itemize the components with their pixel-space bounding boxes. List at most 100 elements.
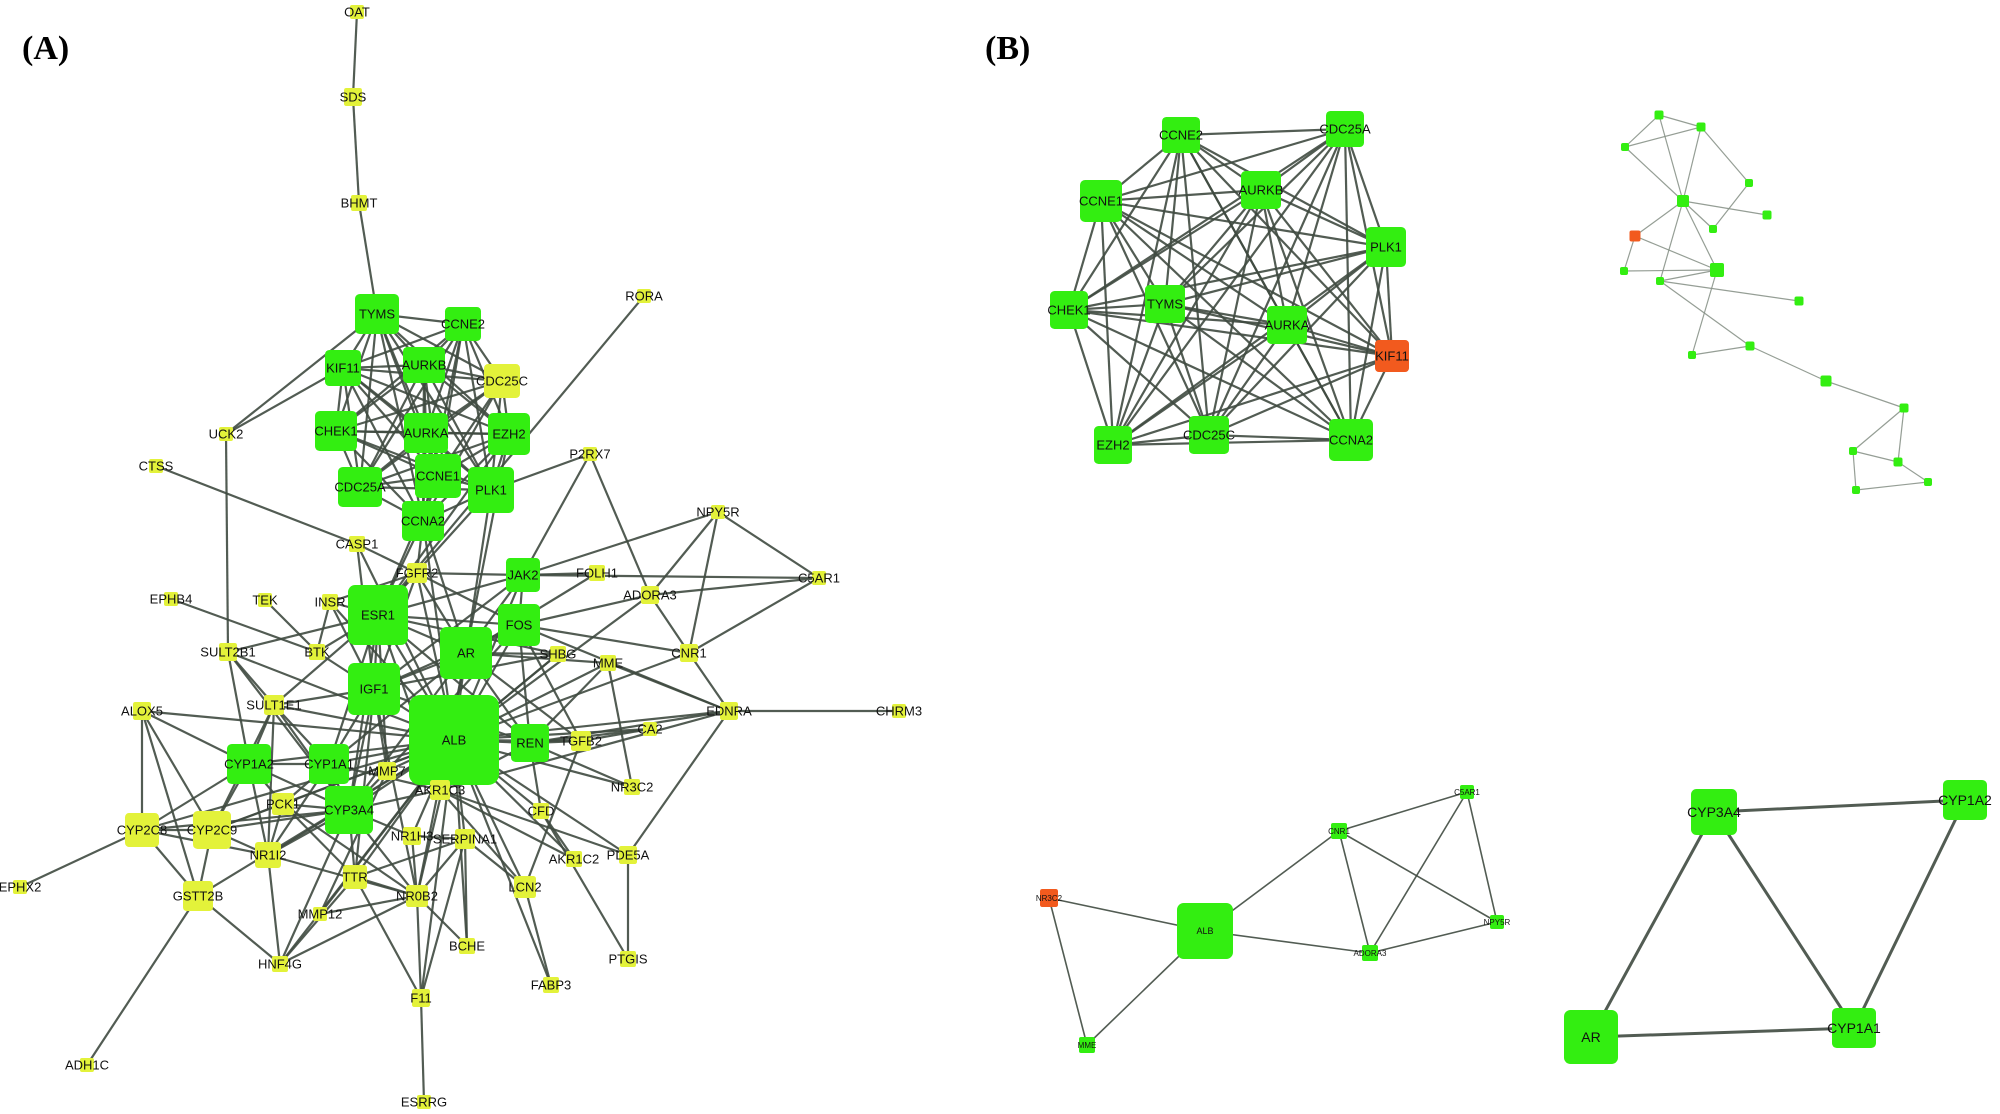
node-b4-cyp1a1: CYP1A1: [1827, 1008, 1881, 1048]
node-a-hnf4g-shape: [272, 956, 288, 972]
node-a-cyp1a1-shape: [309, 744, 349, 784]
edge-b2-16-17: [1852, 450, 1899, 463]
node-b3-c5ar1-label: C5AR1: [1454, 788, 1480, 797]
node-a-gstt2b-label: GSTT2B: [173, 889, 224, 904]
node-a-mme: MME: [593, 655, 623, 671]
edge-b1-plk1-ezh2: [1112, 246, 1387, 446]
node-a-ren-label: REN: [516, 736, 543, 751]
node-a-alb-shape: [409, 695, 499, 785]
node-b1-chek1-label: CHEK1: [1047, 303, 1090, 318]
node-a-shbg-shape: [550, 646, 566, 662]
node-b1-plk1-label: PLK1: [1370, 240, 1402, 255]
node-b3-adora3: ADORA3: [1354, 945, 1387, 961]
node-b1-ezh2-label: EZH2: [1096, 438, 1129, 453]
node-a-nr0b2-shape: [406, 885, 428, 907]
node-b1-ccna2-label: CCNA2: [1329, 433, 1373, 448]
edge-a-npy5r-jak2: [522, 510, 719, 577]
edge-a-pck1-ttr: [282, 803, 356, 878]
edge-b1-ccne2-plk1: [1180, 134, 1387, 248]
edge-b3-nr3c2-mme: [1048, 897, 1088, 1046]
node-b1-cdc25c-label: CDC25C: [1183, 428, 1235, 443]
node-a-mmp12: MMP12: [298, 907, 343, 922]
node-a-casp1: CASP1: [336, 536, 378, 552]
node-b3-npy5r-label: NPY5R: [1484, 918, 1511, 927]
node-a-ttr: TTR: [342, 865, 368, 889]
node-b2-5: [1762, 210, 1772, 220]
edge-b1-chek1-ccna2: [1068, 309, 1352, 441]
node-a-pde5a: PDE5A: [607, 846, 650, 864]
node-a-sult1e1: SULT1E1: [246, 695, 302, 715]
node-a-ezh2: EZH2: [488, 413, 530, 455]
edge-b2-17-19: [1897, 461, 1929, 483]
node-b1-plk1: PLK1: [1366, 227, 1406, 267]
node-b1-ccna2: CCNA2: [1329, 419, 1373, 461]
node-a-gstt2b-shape: [183, 881, 213, 911]
edge-a-tyms-uck2: [225, 313, 378, 435]
edge-a-nr0b2-hnf4g: [279, 895, 418, 965]
node-a-fgfr2-shape: [407, 563, 427, 583]
node-b4-cyp3a4-label: CYP3A4: [1687, 804, 1741, 820]
node-a-folh1: FOLH1: [576, 565, 618, 581]
node-a-aurka: AURKA: [404, 413, 449, 453]
node-a-ptgis: PTGIS: [608, 951, 648, 967]
node-a-p2rx7-label: P2RX7: [569, 447, 610, 462]
node-a-cdc25a-label: CDC25A: [334, 480, 386, 495]
edge-a-ccne2-kif11: [342, 322, 464, 370]
edge-b2-18-19: [1855, 481, 1929, 491]
node-b3-npy5r: NPY5R: [1484, 915, 1511, 929]
node-a-fos-shape: [498, 604, 540, 646]
node-a-akr1c2: AKR1C2: [549, 851, 599, 867]
node-a-ca2-label: CA2: [637, 722, 662, 737]
panel-label-b: (B): [985, 30, 1031, 67]
node-a-ccne1: CCNE1: [415, 454, 461, 498]
node-b2-9-shape: [1710, 263, 1724, 277]
edge-b4-cyp3a4-cyp1a1: [1712, 811, 1856, 1029]
node-a-rora-label: RORA: [625, 289, 663, 304]
node-b1-ccne2-shape: [1162, 117, 1200, 153]
node-a-jak2: JAK2: [506, 558, 540, 592]
node-a-ccna2-label: CCNA2: [401, 514, 445, 529]
node-b2-13-shape: [1745, 341, 1755, 351]
node-a-tgfb2: TGFB2: [560, 731, 602, 751]
edge-b3-cnr1-adora3: [1338, 830, 1371, 954]
node-a-btk: BTK: [304, 644, 330, 660]
node-b4-cyp1a2-shape: [1943, 780, 1987, 820]
node-a-ednra: EDNRA: [706, 702, 752, 720]
node-a-cyp2c8-label: CYP2C8: [117, 823, 168, 838]
node-b3-nr3c2-shape: [1040, 889, 1058, 907]
node-a-kif11: KIF11: [325, 350, 361, 386]
node-a-lcn2-label: LCN2: [508, 880, 541, 895]
node-a-aurka-label: AURKA: [404, 426, 449, 441]
node-b2-1-shape: [1696, 122, 1706, 132]
node-a-cyp3a4-label: CYP3A4: [324, 803, 374, 818]
node-a-cdc25a-shape: [338, 467, 382, 507]
node-a-ren: REN: [511, 724, 549, 762]
node-a-sult2b1-label: SULT2B1: [200, 645, 255, 660]
edge-b2-4-7: [1634, 200, 1684, 237]
node-b3-npy5r-shape: [1490, 915, 1504, 929]
edge-b1-ccne2-tyms: [1163, 134, 1183, 305]
node-a-aurkb-label: AURKB: [402, 358, 447, 373]
edge-b1-chek1-kif11: [1068, 308, 1393, 358]
node-b2-6: [1709, 225, 1717, 233]
edge-a-lcn2-akr1c3: [439, 789, 526, 888]
node-b2-5-shape: [1762, 210, 1772, 220]
node-b1-kif11: KIF11: [1375, 340, 1409, 372]
node-a-mmp7: MMP7: [368, 762, 406, 780]
edge-a-fgfr2-jak2: [416, 571, 524, 577]
edge-b2-4-5: [1682, 200, 1768, 216]
node-a-fabp3-shape: [543, 977, 559, 993]
node-b2-13: [1745, 341, 1755, 351]
node-a-p2rx7: P2RX7: [569, 447, 610, 462]
edge-a-lcn2-fabp3: [523, 886, 553, 986]
node-a-ctss: CTSS: [139, 459, 174, 474]
node-b2-8-shape: [1620, 267, 1628, 275]
node-a-cnr1: CNR1: [671, 644, 707, 662]
node-a-nr1h3-label: NR1H3: [391, 829, 434, 844]
node-a-cyp1a2-shape: [227, 744, 271, 784]
node-b1-aurka: AURKA: [1265, 306, 1310, 344]
edge-b2-15-17: [1897, 407, 1905, 463]
edge-a-ctss-casp1: [155, 464, 358, 546]
node-a-nr3c2-shape: [624, 779, 640, 795]
edge-a-npy5r-adora3: [649, 511, 719, 596]
